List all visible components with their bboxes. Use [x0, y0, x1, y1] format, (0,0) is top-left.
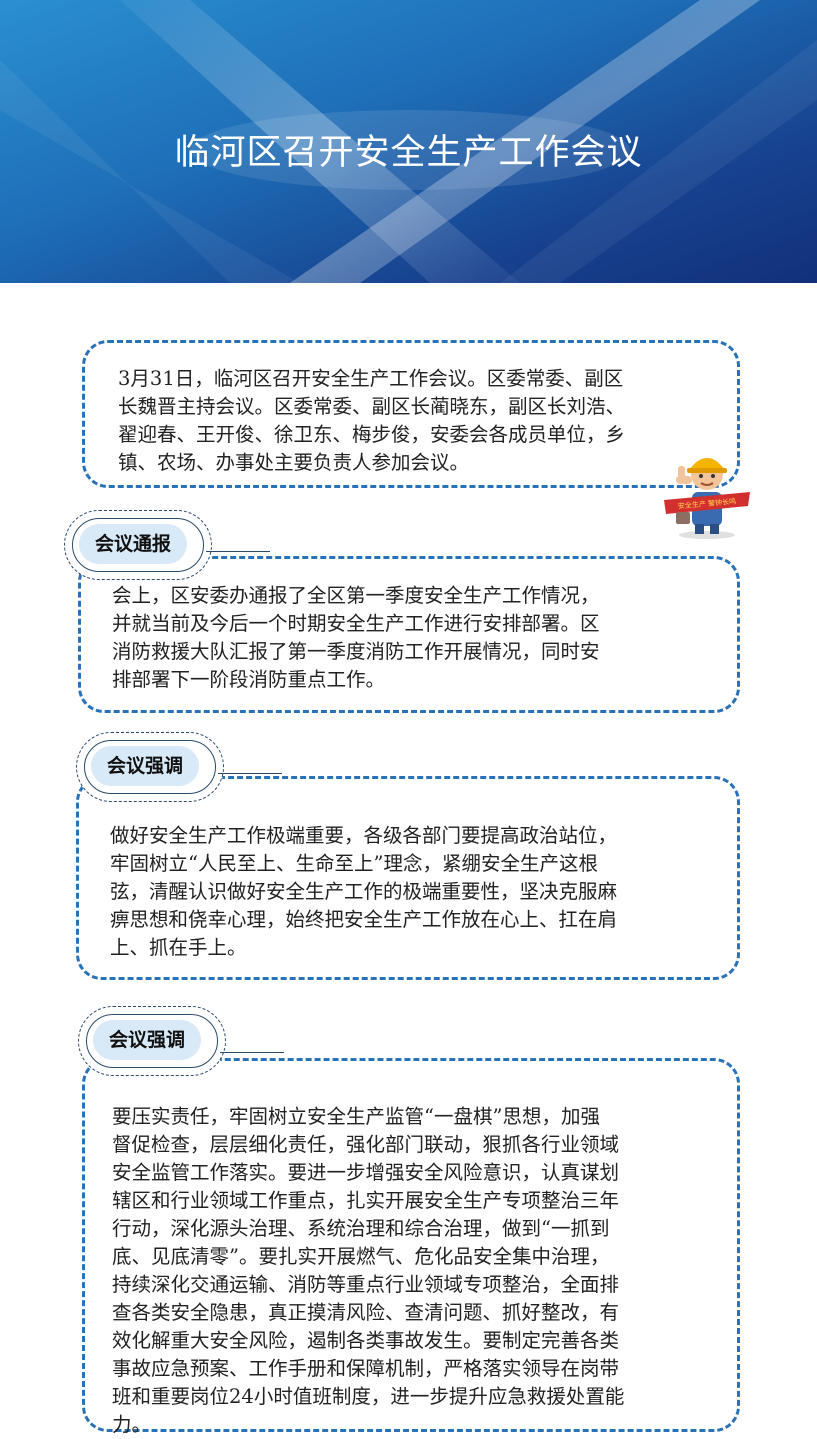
section-tag-emphasis-2: 会议强调: [78, 1006, 226, 1076]
section-tag-label: 会议强调: [91, 746, 199, 786]
page-title: 临河区召开安全生产工作会议: [174, 133, 643, 173]
header-banner: 临河区召开安全生产工作会议: [0, 0, 817, 283]
banner-light-rays: [0, 0, 817, 283]
section-box-briefing: 会上，区安委办通报了全区第一季度安全生产工作情况， 并就当前及今后一个时期安全生…: [78, 556, 740, 713]
section-tag-emphasis-1: 会议强调: [76, 732, 224, 802]
section-text-emphasis-1: 做好安全生产工作极端重要，各级各部门要提高政治站位， 牢固树立“人民至上、生命至…: [110, 824, 618, 959]
intro-box: 3月31日，临河区召开安全生产工作会议。区委常委、副区 长魏晋主持会议。区委常委…: [82, 340, 740, 488]
section-box-emphasis-1: 做好安全生产工作极端重要，各级各部门要提高政治站位， 牢固树立“人民至上、生命至…: [76, 776, 740, 980]
section-text-emphasis-2: 要压实责任，牢固树立安全生产监管“一盘棋”思想，加强 督促检查，层层细化责任，强…: [112, 1105, 625, 1436]
section-box-emphasis-2: 要压实责任，牢固树立安全生产监管“一盘棋”思想，加强 督促检查，层层细化责任，强…: [82, 1058, 740, 1436]
section-tag-label: 会议通报: [79, 524, 187, 564]
section-tag-briefing: 会议通报: [64, 510, 212, 580]
section-tag-label: 会议强调: [93, 1020, 201, 1060]
section-text-briefing: 会上，区安委办通报了全区第一季度安全生产工作情况， 并就当前及今后一个时期安全生…: [112, 584, 600, 691]
intro-text: 3月31日，临河区召开安全生产工作会议。区委常委、副区 长魏晋主持会议。区委常委…: [118, 367, 626, 474]
safety-worker-mascot-icon: 安全生产 警钟长鸣: [664, 458, 750, 539]
